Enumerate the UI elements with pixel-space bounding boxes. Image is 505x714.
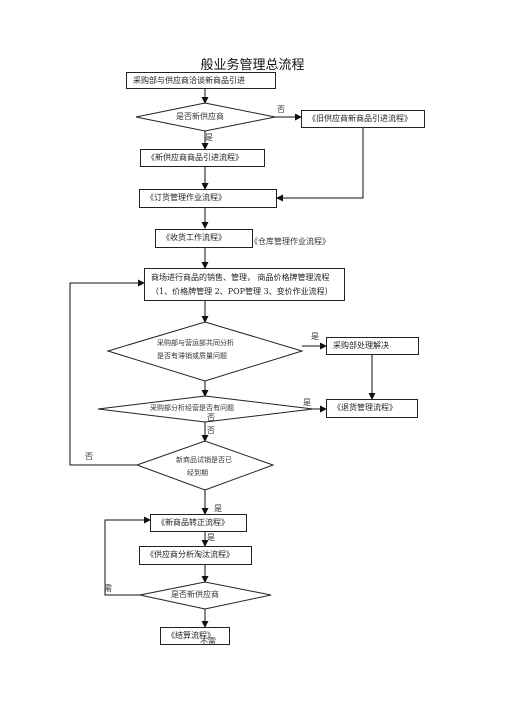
decision-trial-expired-line1: 新商品试销是否已 — [176, 456, 232, 464]
label-no-trial: 否 — [85, 452, 93, 461]
decision-trial-expired — [135, 440, 275, 491]
settlement-flow-box: 《结算流程》 — [160, 627, 230, 645]
correction-flow-box: 《新商品转正流程》 — [150, 514, 247, 532]
decision-new-supplier-text: 是否新供应商 — [176, 112, 224, 121]
label-yes-trial: 是 — [214, 504, 222, 513]
label-no-analyze-b: 否 — [207, 426, 215, 435]
receiving-flow-box: 《收货工作流程》 — [155, 229, 253, 248]
new-supplier-flow-box: 《新供应商商品引进流程》 — [140, 149, 265, 167]
decision-slow-quality — [106, 321, 304, 382]
return-flow-box: 《退货管理流程》 — [326, 399, 418, 418]
decision-analyze-issue-text: 采购部分析经营是否有问题 — [150, 404, 234, 412]
label-no-analyze-a: 否 — [207, 413, 215, 422]
label-yes-analyze: 是 — [303, 398, 311, 407]
label-yes-correction: 是 — [207, 533, 215, 542]
store-management-line2: （1、价格牌管理 2、POP管理 3、变价作业流程） — [151, 287, 333, 296]
purchasing-resolve-box: 采购部处理解决 — [326, 337, 419, 355]
old-supplier-flow-box: 《旧供应商新商品引进流程》 — [301, 110, 425, 128]
label-no-old-supplier: 否 — [277, 105, 285, 114]
elimination-flow-box: 《供应商分析淘汰流程》 — [139, 546, 252, 565]
decision-new-supplier-2-text: 是否新供应商 — [171, 590, 219, 599]
warehouse-flow-text: 《仓库管理作业流程》 — [250, 237, 330, 246]
label-yes-check: 是 — [311, 332, 319, 341]
label-no-need: 不需 — [200, 637, 216, 646]
decision-slow-quality-line1: 采购部与营运部共同分析 — [157, 339, 234, 347]
store-management-line1: 商场进行商品的销售、管理， 商品价格牌管理流程 — [151, 273, 330, 282]
decision-new-supplier-2 — [139, 581, 272, 610]
decision-trial-expired-line2: 经到期 — [187, 469, 208, 477]
store-management-box: 商场进行商品的销售、管理， 商品价格牌管理流程 （1、价格牌管理 2、POP管理… — [144, 268, 345, 301]
decision-slow-quality-line2: 是否有滞销或质量问题 — [157, 352, 227, 360]
label-need: 需 — [104, 584, 112, 593]
label-yes-new-supplier: 是 — [205, 133, 213, 142]
page-title: 般业务管理总流程 — [200, 58, 305, 73]
order-flow-box: 《订货管理作业流程》 — [139, 189, 277, 208]
start-box: 采购部与供应商洽谈新商品引进 — [126, 72, 276, 89]
